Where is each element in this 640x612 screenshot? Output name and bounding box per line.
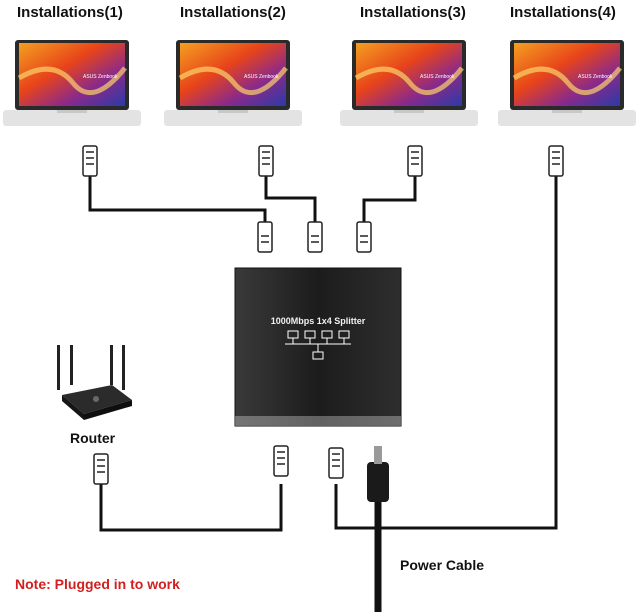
rj45-connector-icon — [82, 145, 98, 177]
rj45-connector-icon — [356, 221, 372, 253]
installation-4-label: Installations(4) — [510, 4, 616, 21]
splitter-body-icon — [234, 267, 402, 427]
router-label: Router — [70, 430, 116, 446]
cables — [88, 175, 558, 532]
splitter-title: 1000Mbps 1x4 Splitter — [270, 316, 366, 326]
rj45-connector-icon — [328, 447, 344, 479]
rj45-connector-icon — [307, 221, 323, 253]
splitter-port-diagram-icon — [285, 330, 351, 360]
cable-4 — [334, 175, 558, 530]
installation-1-label: Installations(1) — [17, 4, 123, 21]
cable-1 — [88, 175, 267, 222]
splitter-device: 1000Mbps 1x4 Splitter — [233, 266, 403, 428]
laptop-2-screen-text: ASUS Zenbook — [244, 74, 279, 80]
note-text: Note: Plugged in to work — [15, 576, 180, 592]
cable-2 — [264, 175, 317, 222]
rj45-connector-icon — [93, 453, 109, 485]
laptop-3-icon: ASUS Zenbook — [340, 40, 478, 126]
laptop-1-screen-text: ASUS Zenbook — [83, 74, 118, 80]
rj45-connector-icon — [548, 145, 564, 177]
installation-2-label: Installations(2) — [180, 4, 286, 21]
laptop-1-icon: ASUS Zenbook — [3, 40, 141, 126]
laptop-3-screen-text: ASUS Zenbook — [420, 74, 455, 80]
laptop-4-screen-text: ASUS Zenbook — [578, 74, 613, 80]
rj45-connector-icon — [257, 221, 273, 253]
laptop-2-icon: ASUS Zenbook — [164, 40, 302, 126]
rj45-connector-icon — [407, 145, 423, 177]
power-plug-icon — [367, 462, 389, 502]
power-plug-tip-icon — [374, 446, 382, 464]
installation-3-label: Installations(3) — [360, 4, 466, 21]
connectors — [82, 145, 564, 485]
rj45-connector-icon — [258, 145, 274, 177]
power-cable-label: Power Cable — [400, 557, 485, 573]
cable-router — [99, 484, 283, 532]
router-icon — [57, 345, 132, 420]
cable-3 — [362, 175, 417, 222]
laptop-4-icon: ASUS Zenbook — [498, 40, 636, 126]
rj45-connector-icon — [273, 445, 289, 477]
